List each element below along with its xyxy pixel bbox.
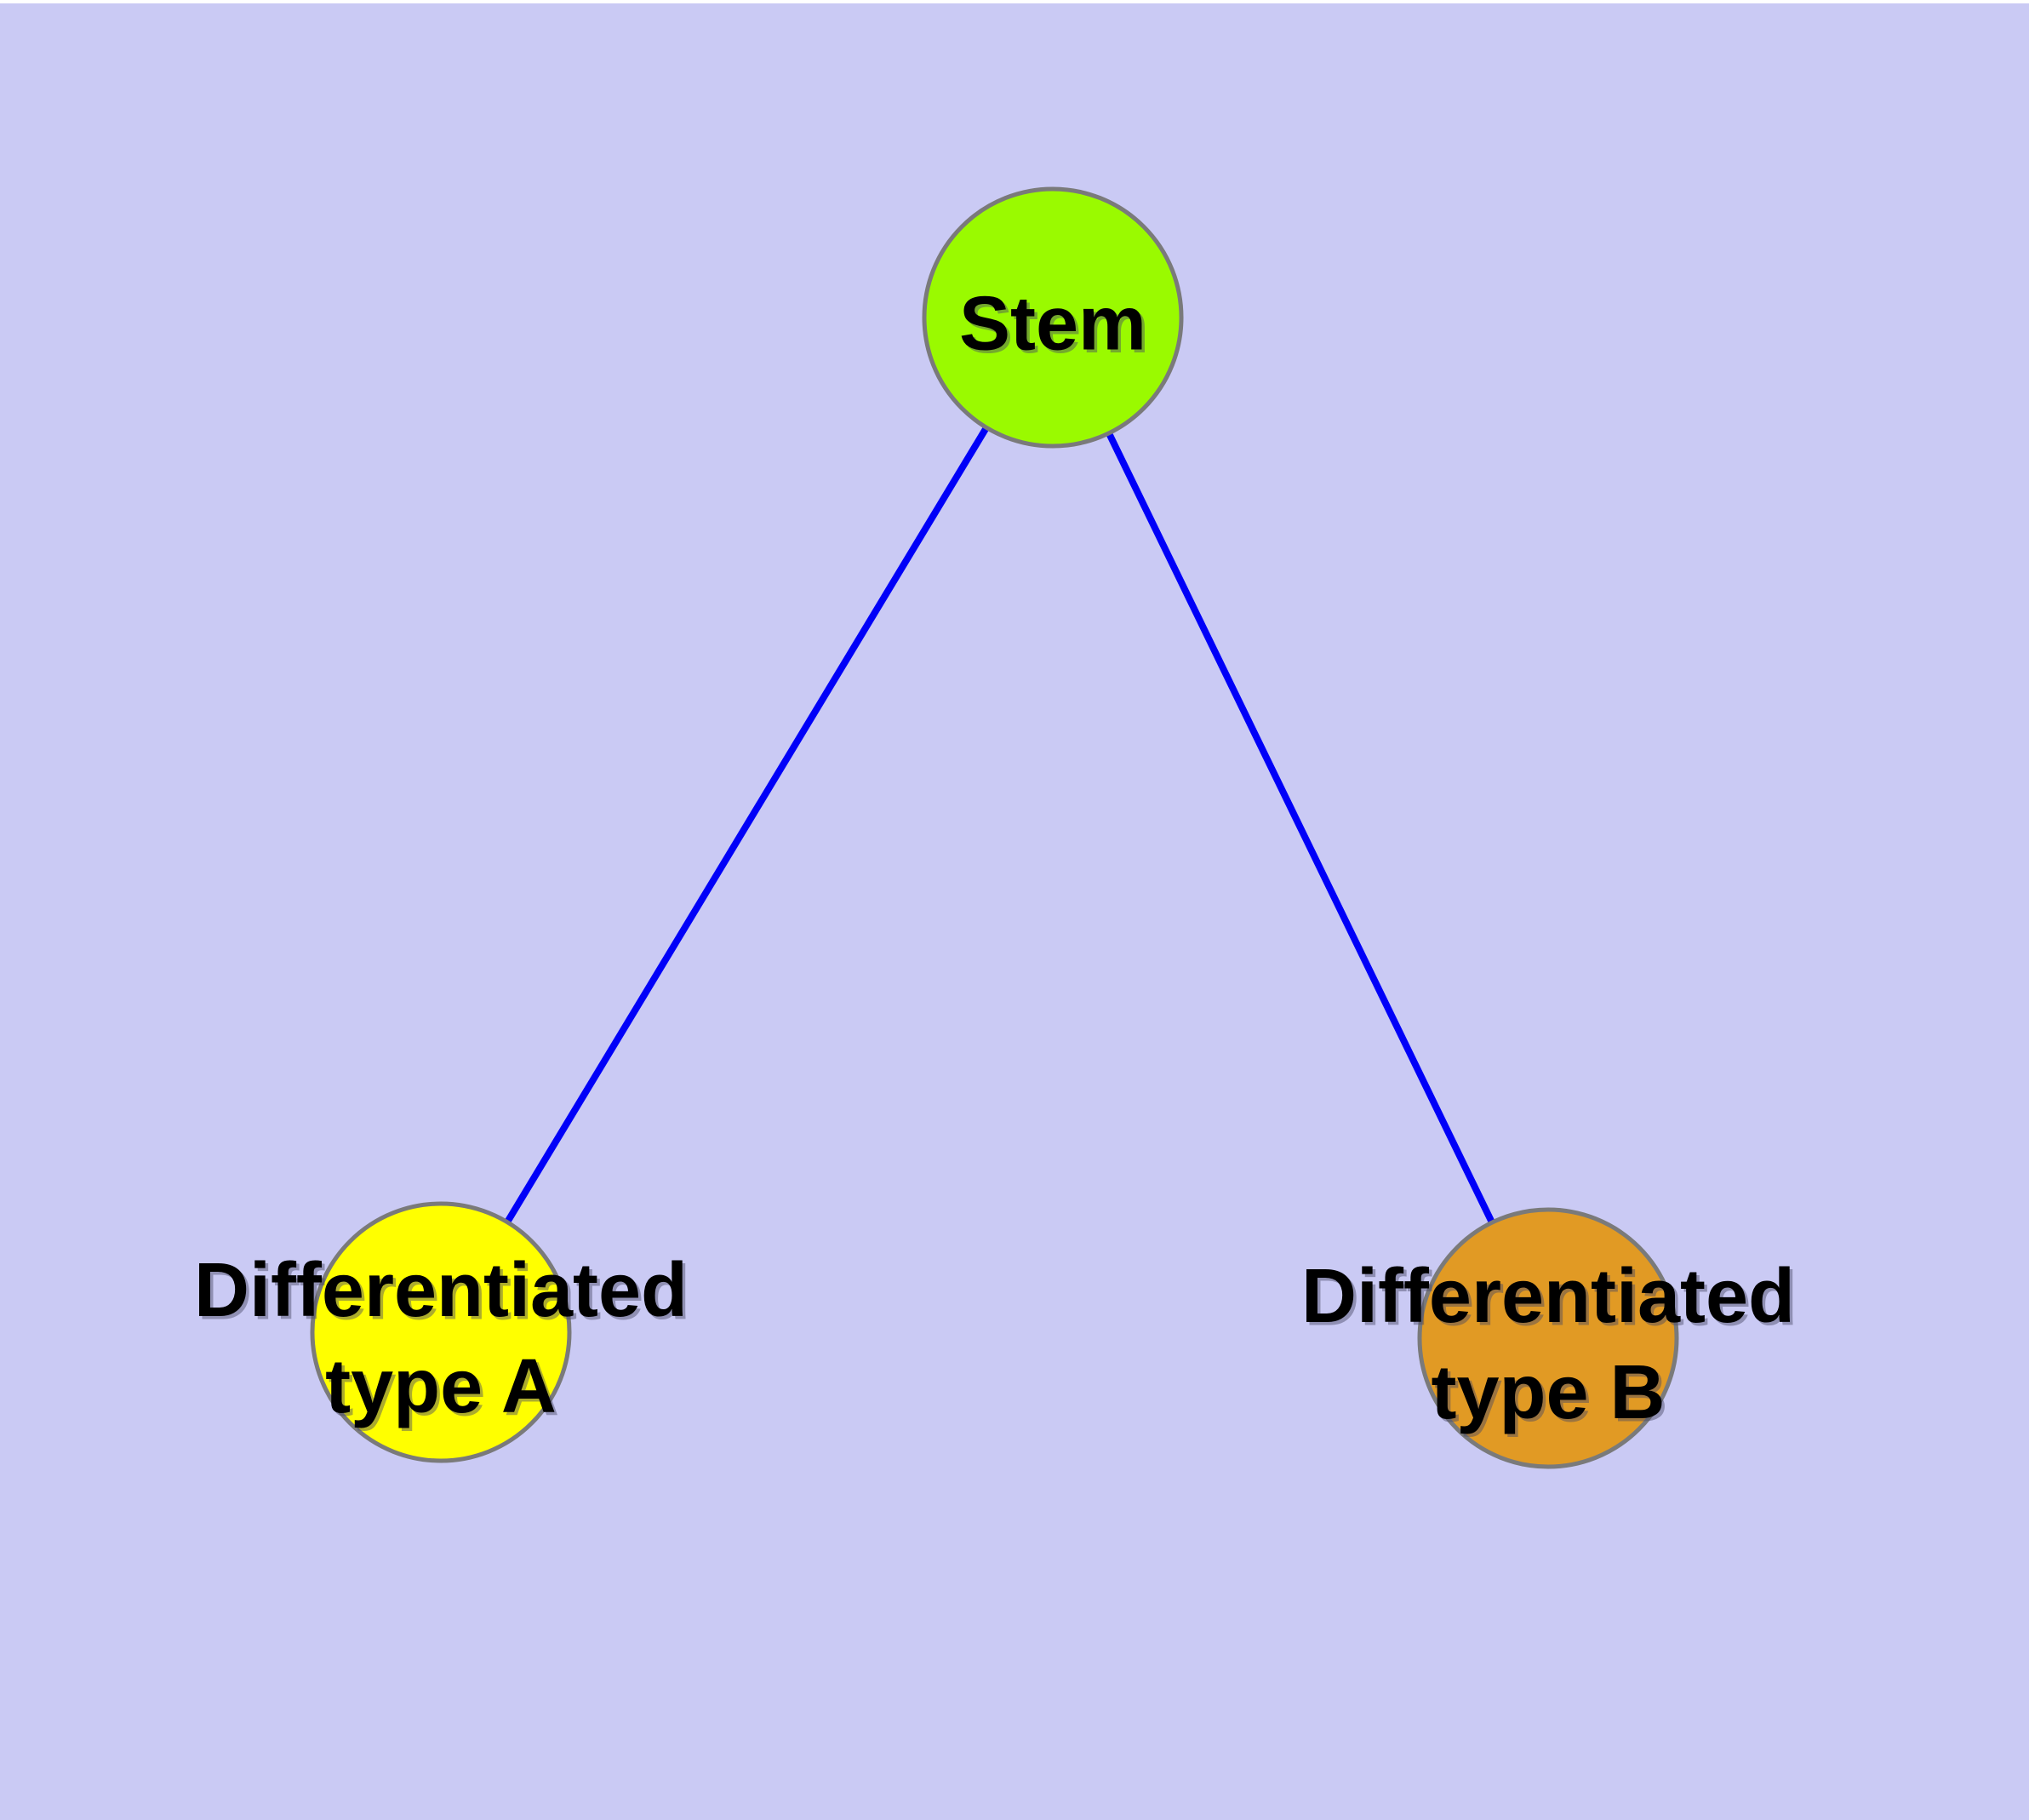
labels-layer: StemStemDifferentiatedDifferentiatedtype… bbox=[194, 282, 1798, 1439]
node-stem bbox=[922, 186, 1184, 449]
node-label-shadow-diff-b-line1: Differentiated bbox=[1304, 1257, 1798, 1342]
nodes-layer bbox=[310, 186, 1679, 1469]
node-diff-a bbox=[310, 1201, 572, 1463]
node-label-stem-line1: Stem bbox=[959, 282, 1146, 367]
edge-stem-diff-b bbox=[1049, 316, 1552, 1340]
node-label-shadow-diff-a-line2: type A bbox=[329, 1348, 560, 1433]
edges-layer bbox=[437, 315, 1552, 1340]
node-label-diff-a-line2: type A bbox=[325, 1344, 557, 1429]
node-label-shadow-diff-b-line2: type B bbox=[1434, 1354, 1668, 1439]
node-label-shadow-stem-line1: Stem bbox=[962, 284, 1149, 369]
top-margin-strip bbox=[0, 0, 2029, 3]
node-label-diff-b-line1: Differentiated bbox=[1301, 1254, 1795, 1339]
node-label-diff-a-line1: Differentiated bbox=[194, 1248, 688, 1333]
node-diff-b bbox=[1417, 1207, 1679, 1469]
node-label-diff-b-line2: type B bbox=[1431, 1350, 1665, 1435]
edge-stem-diff-a bbox=[437, 315, 1056, 1335]
node-label-shadow-diff-a-line1: Differentiated bbox=[197, 1251, 690, 1336]
